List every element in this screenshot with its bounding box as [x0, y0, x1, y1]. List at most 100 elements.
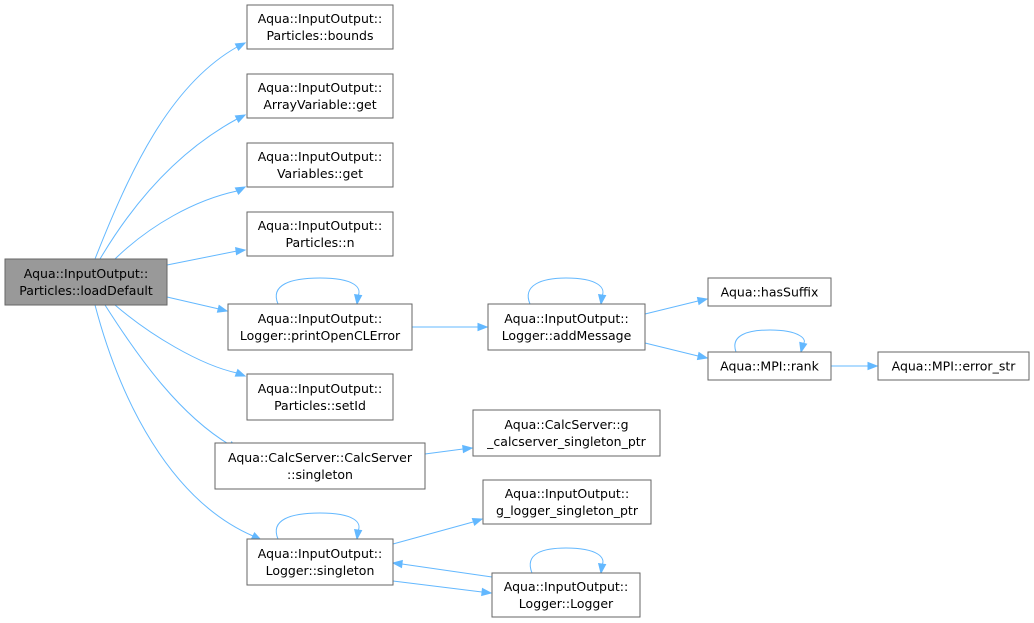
edge-line	[401, 563, 493, 578]
node-label-line: Aqua::CalcServer::g	[504, 417, 628, 432]
node-label-line: g_logger_singleton_ptr	[496, 503, 639, 518]
node-box	[707, 351, 832, 381]
node-n[interactable]: Aqua::InputOutput::Particles::n	[246, 211, 394, 257]
edge-line	[94, 46, 238, 260]
edge-line	[166, 296, 220, 310]
node-root[interactable]: Aqua::InputOutput::Particles::loadDefaul…	[4, 258, 168, 306]
edge-loggersingleton-to-loggersingleton	[275, 512, 363, 541]
node-hassuffix[interactable]: Aqua::hasSuffix	[707, 277, 832, 307]
node-box	[472, 409, 661, 457]
node-box	[246, 538, 394, 586]
edge-line	[275, 277, 360, 305]
node-loggersingleton[interactable]: Aqua::InputOutput::Logger::singleton	[246, 538, 394, 586]
node-calcsingleton[interactable]: Aqua::CalcServer::CalcServer::singleton	[214, 442, 426, 490]
edge-root-to-printcl	[166, 296, 229, 313]
node-label-line: Particles::setId	[274, 398, 366, 413]
node-label-line: Aqua::InputOutput::	[24, 266, 148, 281]
edge-line	[734, 329, 805, 353]
edge-line	[114, 190, 238, 260]
node-calcptr[interactable]: Aqua::CalcServer::g_calcserver_singleton…	[472, 409, 661, 457]
arrowhead	[471, 517, 484, 527]
edge-line	[114, 304, 238, 374]
node-box	[4, 258, 168, 306]
node-label-line: Aqua::InputOutput::	[504, 311, 628, 326]
edge-calcsingleton-to-calcptr	[424, 444, 474, 455]
edge-loggersingleton-to-loggerctor	[392, 580, 493, 597]
edge-line	[392, 521, 474, 545]
edge-root-to-varget	[114, 186, 247, 260]
node-box	[707, 277, 832, 307]
node-box	[487, 303, 646, 351]
node-box	[227, 303, 413, 351]
node-label-line: Aqua::InputOutput::	[258, 218, 382, 233]
node-loggerptr[interactable]: Aqua::InputOutput::g_logger_singleton_pt…	[482, 479, 652, 525]
edge-rank-to-errorstr	[831, 361, 879, 371]
arrowhead	[867, 361, 879, 371]
node-label-line: Logger::addMessage	[502, 328, 632, 343]
edge-loggerctor-to-loggersingleton	[391, 559, 493, 578]
arrowhead	[477, 322, 489, 332]
edge-line	[529, 547, 604, 574]
node-label-line: Aqua::InputOutput::	[258, 11, 382, 26]
edge-loggerctor-to-loggerctor	[529, 547, 607, 575]
node-label-line: Aqua::InputOutput::	[258, 80, 382, 95]
edge-root-to-n	[166, 246, 247, 266]
edge-line	[424, 448, 464, 455]
node-label-line: Aqua::hasSuffix	[721, 285, 819, 300]
edge-addmsg-to-rank	[644, 342, 709, 361]
node-label-line: Logger::Logger	[519, 596, 614, 611]
node-box	[246, 373, 394, 421]
edge-root-to-arrayget	[99, 114, 247, 260]
node-loggerctor[interactable]: Aqua::InputOutput::Logger::Logger	[491, 572, 641, 618]
edge-line	[104, 304, 231, 446]
node-arrayget[interactable]: Aqua::InputOutput::ArrayVariable::get	[246, 73, 394, 119]
arrowhead	[597, 563, 607, 575]
arrowhead	[216, 304, 229, 313]
arrowhead	[234, 42, 247, 52]
edge-rank-to-rank	[734, 329, 808, 354]
node-printcl[interactable]: Aqua::InputOutput::Logger::printOpenCLEr…	[227, 303, 413, 351]
node-label-line: Aqua::InputOutput::	[504, 579, 628, 594]
node-box	[482, 479, 652, 525]
edges-layer	[94, 42, 879, 597]
node-label-line: ArrayVariable::get	[263, 97, 376, 112]
node-varget[interactable]: Aqua::InputOutput::Variables::get	[246, 142, 394, 188]
arrowhead	[696, 351, 709, 361]
node-box	[246, 73, 394, 119]
node-box	[491, 572, 641, 618]
node-setid[interactable]: Aqua::InputOutput::Particles::setId	[246, 373, 394, 421]
node-bounds[interactable]: Aqua::InputOutput::Particles::bounds	[246, 4, 394, 50]
edge-line	[527, 277, 604, 305]
nodes-layer: Aqua::InputOutput::Particles::loadDefaul…	[4, 4, 1030, 618]
node-label-line: Aqua::InputOutput::	[258, 311, 382, 326]
node-addmsg[interactable]: Aqua::InputOutput::Logger::addMessage	[487, 303, 646, 351]
edge-line	[644, 300, 699, 315]
node-label-line: Aqua::InputOutput::	[505, 486, 629, 501]
node-errorstr[interactable]: Aqua::MPI::error_str	[877, 351, 1030, 381]
node-box	[246, 4, 394, 50]
edge-line	[392, 580, 483, 593]
arrowhead	[391, 559, 403, 569]
node-label-line: Aqua::CalcServer::CalcServer	[228, 450, 413, 465]
node-box	[246, 211, 394, 257]
edge-addmsg-to-addmsg	[527, 277, 607, 306]
edge-addmsg-to-hassuffix	[644, 296, 709, 315]
node-label-line: _calcserver_singleton_ptr	[486, 434, 647, 449]
node-label-line: Logger::printOpenCLError	[240, 328, 401, 343]
edge-root-to-setid	[114, 304, 247, 377]
arrowhead	[353, 294, 363, 306]
edge-root-to-calcsingleton	[104, 304, 239, 451]
node-rank[interactable]: Aqua::MPI::rank	[707, 351, 832, 381]
arrowhead	[462, 444, 474, 454]
arrowhead	[481, 587, 493, 597]
node-label-line: Particles::loadDefault	[19, 283, 153, 298]
edge-printcl-to-addmsg	[412, 322, 489, 332]
node-box	[246, 142, 394, 188]
edge-line	[94, 304, 254, 537]
edge-printcl-to-printcl	[275, 277, 363, 306]
edge-root-to-bounds	[94, 42, 247, 260]
node-label-line: Aqua::InputOutput::	[258, 381, 382, 396]
arrowhead	[234, 186, 247, 196]
node-label-line: ::singleton	[287, 467, 353, 482]
